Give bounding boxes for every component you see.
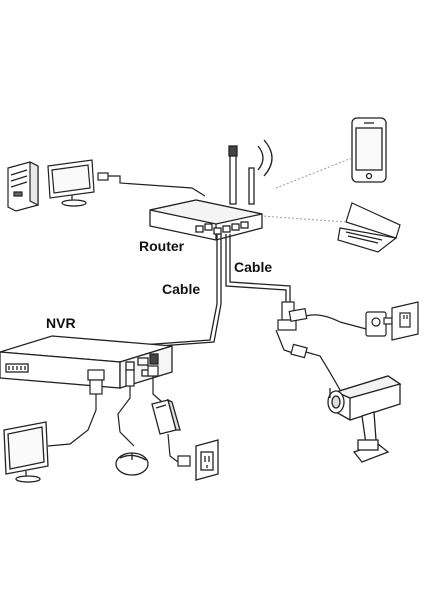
phone-wifi-link (275, 157, 353, 189)
ip-camera-icon (327, 375, 402, 463)
nvr-label: NVR (46, 315, 76, 331)
vga-cable (47, 369, 105, 447)
pc-network-cable (97, 172, 206, 197)
smartphone-icon (351, 117, 387, 183)
cable-label-right: Cable (234, 259, 272, 275)
mouse-icon (115, 452, 149, 476)
wall-outlet-icon (195, 439, 219, 481)
nvr-power-cable (147, 365, 163, 403)
wall-outlet-icon (391, 301, 419, 341)
desktop-computer-icon (7, 161, 39, 212)
camera-pigtail-connector (275, 301, 371, 391)
laptop-icon (337, 202, 401, 253)
nvr-recorder-icon (0, 335, 173, 389)
camera-power-adapter-icon (365, 311, 393, 337)
monitor-icon (3, 421, 49, 483)
router-to-camera-cable (225, 234, 291, 302)
cable-label-left: Cable (162, 281, 200, 297)
router-label: Router (139, 238, 185, 254)
adapter-power-cord (167, 433, 191, 467)
monitor-icon (47, 159, 95, 207)
router-icon (149, 139, 273, 241)
power-adapter-icon (151, 398, 181, 435)
usb-cable (117, 369, 135, 447)
